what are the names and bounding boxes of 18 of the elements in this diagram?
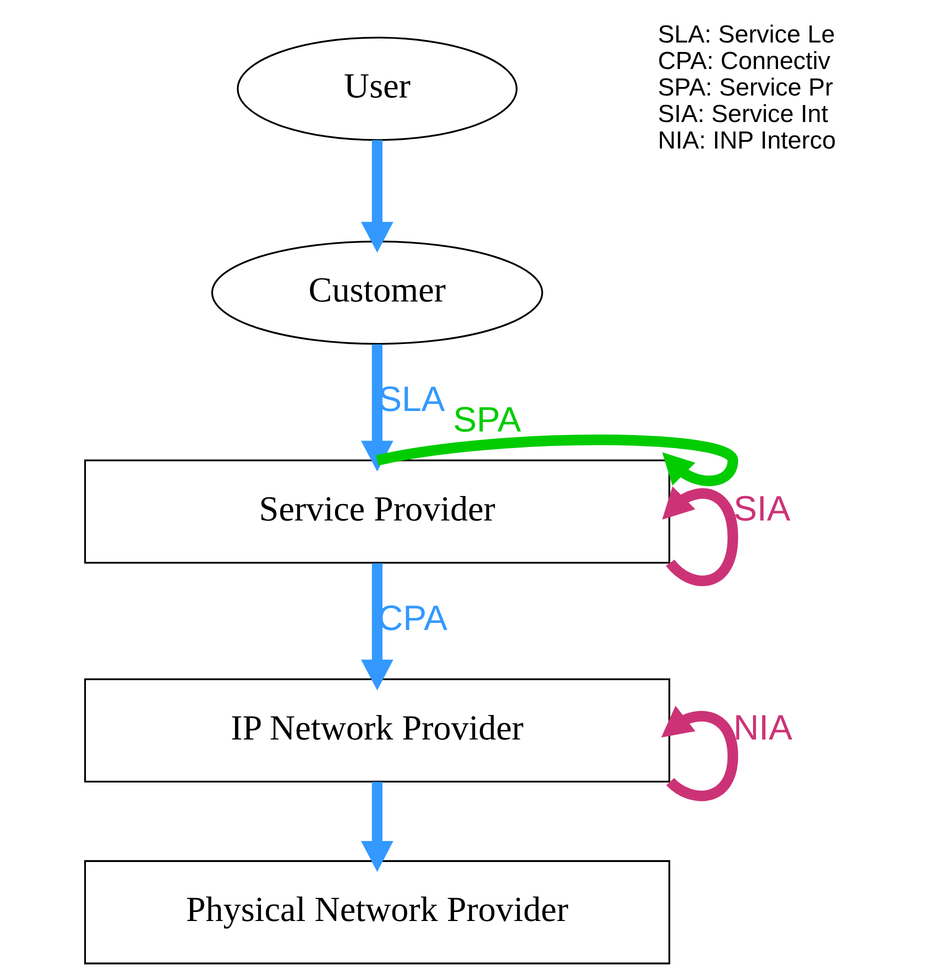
arrow — [360, 563, 393, 690]
label: SLA: Service Le — [657, 21, 834, 48]
node-ellipse: Customer — [210, 240, 543, 345]
arrow — [360, 344, 393, 472]
edge-label: SPA — [452, 400, 521, 440]
arrow — [376, 434, 738, 486]
node-box: Physical Network Provider — [84, 860, 670, 964]
node-ellipse: User — [236, 36, 518, 141]
label: SIA: Service Int — [657, 100, 828, 128]
arrow — [360, 140, 393, 253]
label: NIA: INP Interco — [657, 127, 836, 154]
label: SPA: Service Pr — [657, 74, 833, 102]
edge-label: SIA — [733, 489, 790, 528]
label: CPA: Connectiv — [657, 48, 830, 75]
edge-label: NIA — [732, 708, 792, 748]
node-box: IP Network Provider — [84, 678, 670, 782]
node-box: Service Provider — [84, 460, 670, 564]
arrow — [360, 782, 393, 872]
